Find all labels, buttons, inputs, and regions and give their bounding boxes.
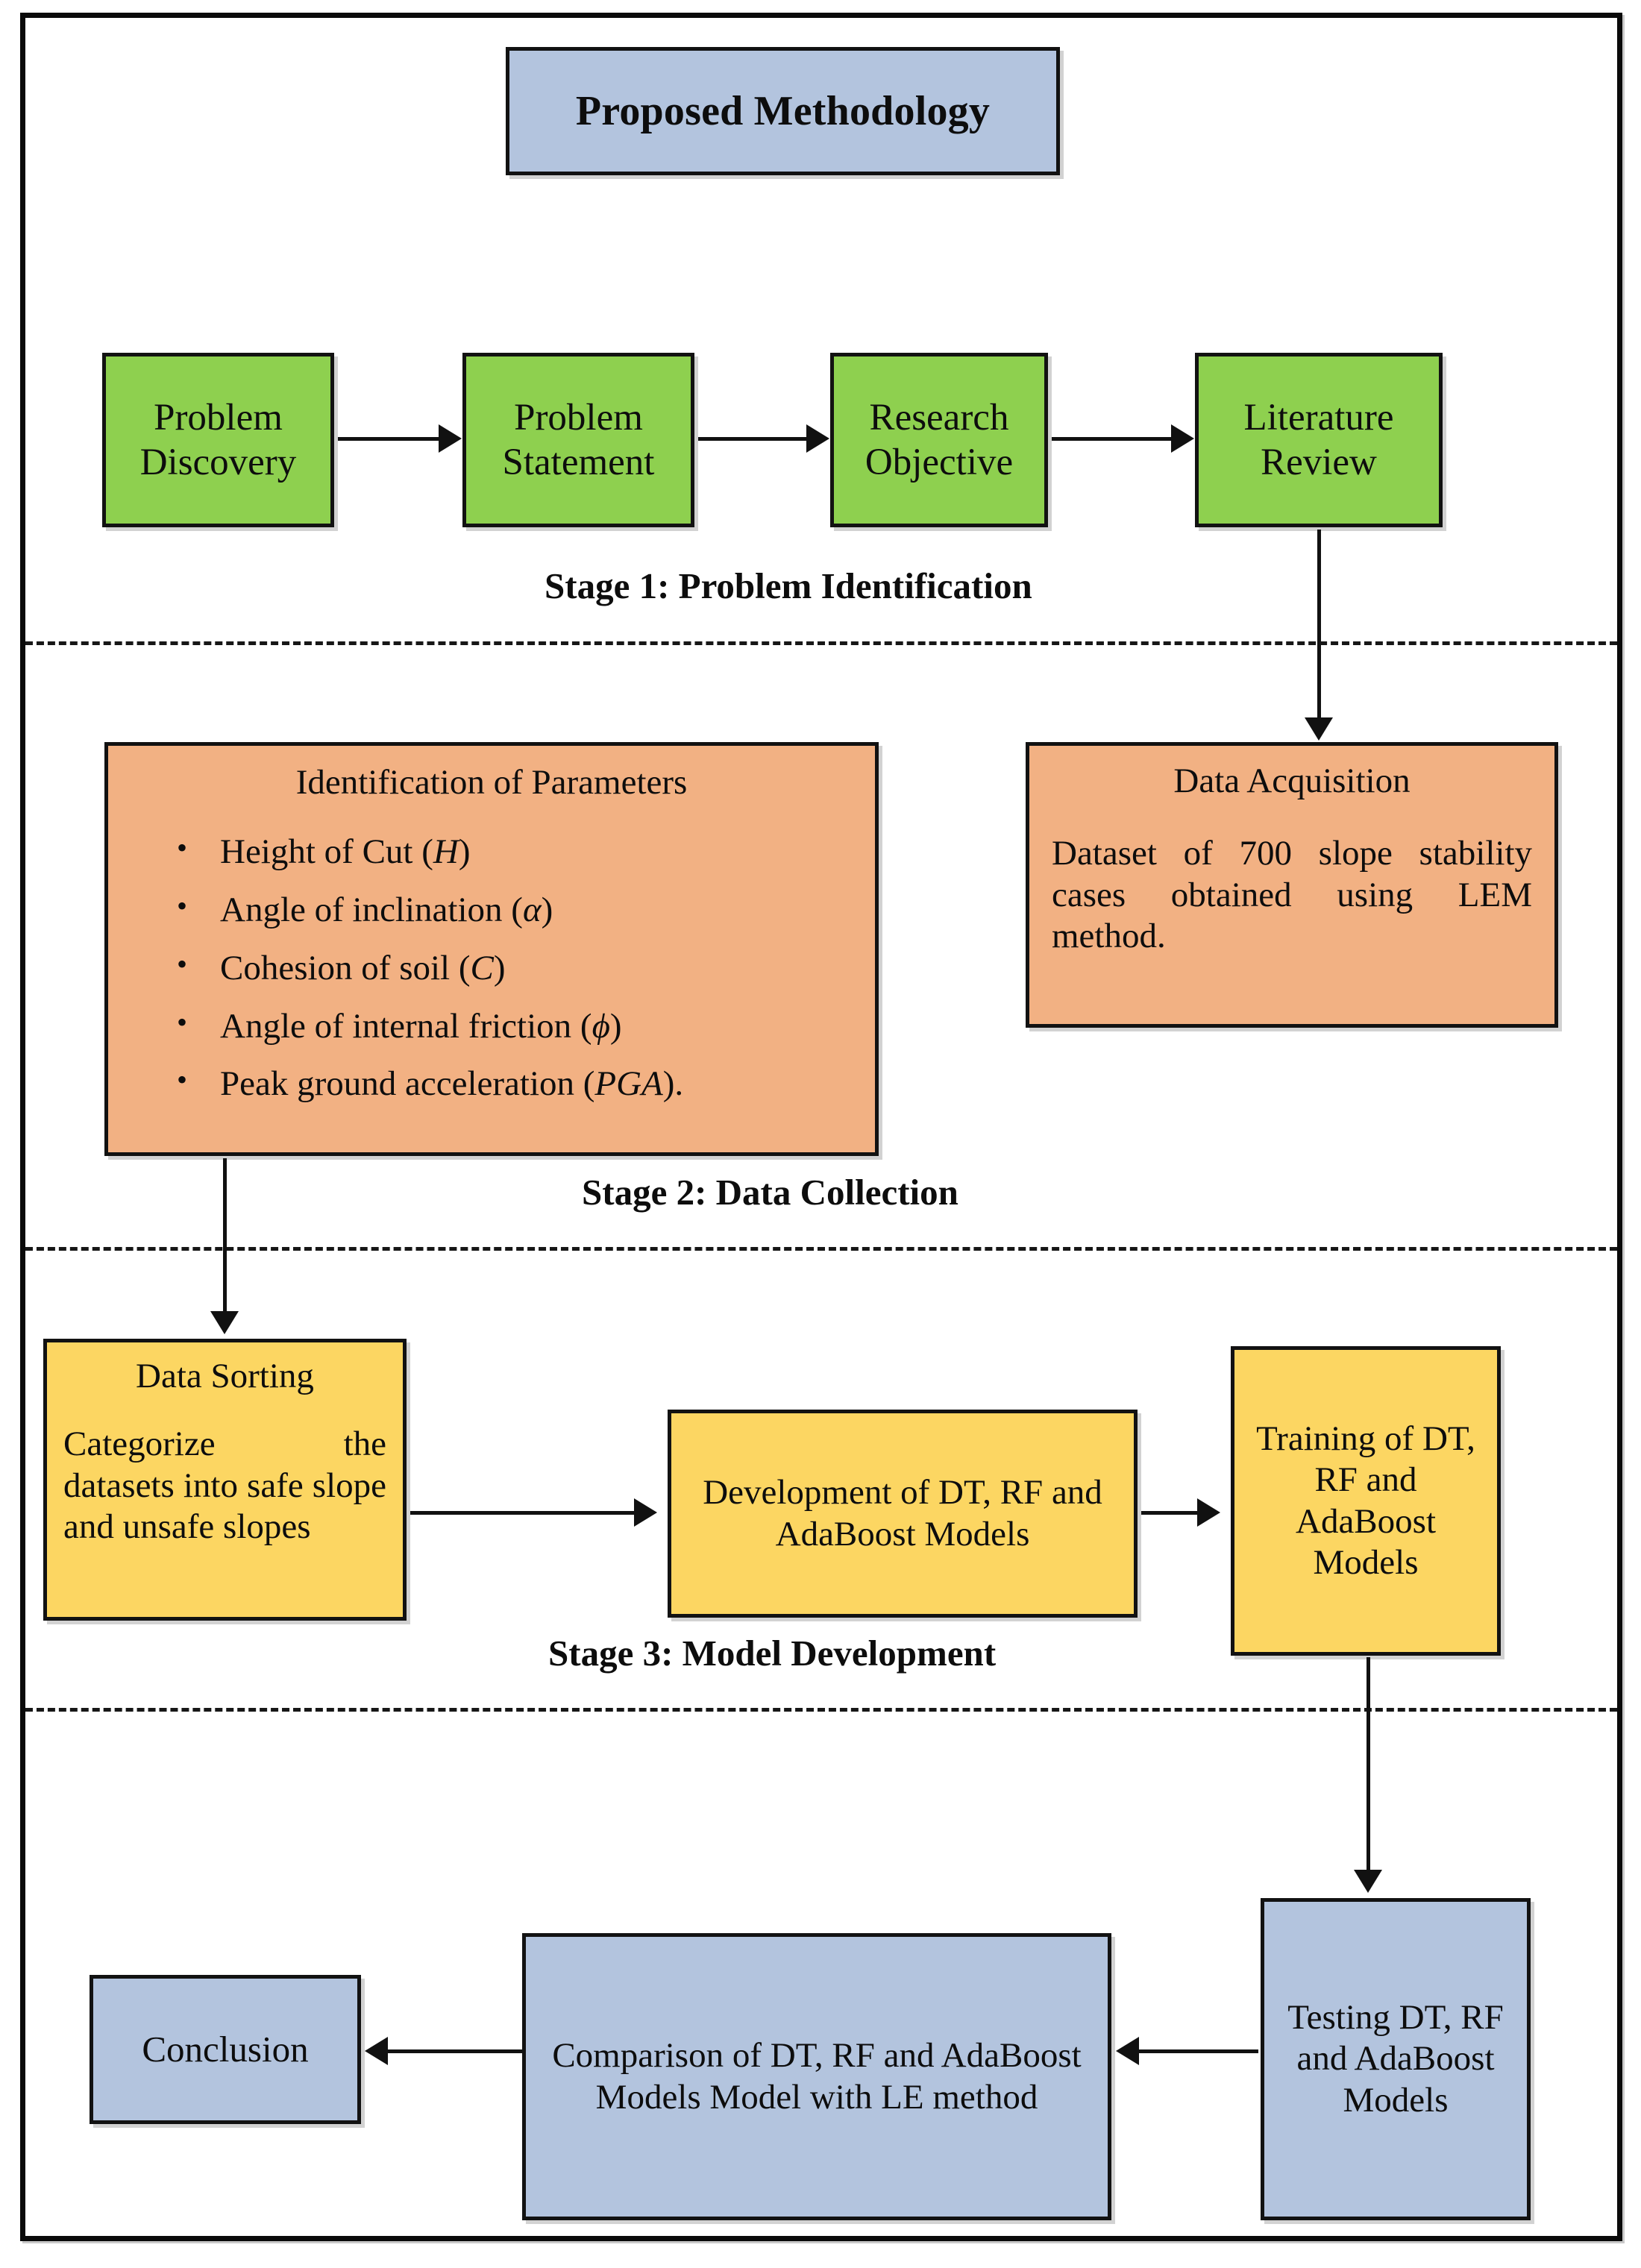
title-text: Proposed Methodology <box>575 87 991 134</box>
list-item: Angle of inclination (α) <box>177 890 853 930</box>
node-proposed-methodology: Proposed Methodology <box>506 47 1060 175</box>
arrowhead-statement-to-objective <box>806 424 829 453</box>
connector-training-to-testing <box>1367 1657 1370 1870</box>
connector-development-to-training <box>1141 1511 1197 1515</box>
node-problem-statement-label: Problem Statement <box>502 396 655 483</box>
node-data-acquisition: Data Acquisition Dataset of 700 slope st… <box>1026 742 1558 1028</box>
node-development-of-models: Development of DT, RF and AdaBoost Model… <box>668 1410 1138 1618</box>
stage-divider-1 <box>25 641 1617 645</box>
list-item: Cohesion of soil (C) <box>177 948 853 988</box>
param-tail: ) <box>541 890 553 930</box>
node-training-of-models: Training of DT, RF and AdaBoost Models <box>1231 1346 1501 1656</box>
node-literature-review: Literature Review <box>1195 353 1443 527</box>
arrowhead-development-to-training <box>1197 1498 1220 1527</box>
node-research-objective-label: Research Objective <box>865 396 1014 483</box>
node-literature-review-label: Literature Review <box>1243 396 1394 483</box>
param-text: Height of Cut ( <box>220 832 433 872</box>
stage-1-label: Stage 1: Problem Identification <box>545 565 1032 606</box>
arrowhead-discovery-to-statement <box>439 424 462 453</box>
node-development-label: Development of DT, RF and AdaBoost Model… <box>703 1473 1102 1554</box>
param-symbol: ϕ <box>592 1006 610 1046</box>
node-data-acquisition-title: Data Acquisition <box>1173 761 1411 800</box>
parameter-list: Height of Cut (H) Angle of inclination (… <box>108 832 875 1104</box>
connector-comparison-to-conclusion <box>388 2049 522 2053</box>
stage-3-label: Stage 3: Model Development <box>548 1633 997 1674</box>
node-data-acquisition-body: Dataset of 700 slope stability cases obt… <box>1052 834 1532 956</box>
node-testing-of-models: Testing DT, RF and AdaBoost Models <box>1261 1898 1531 2220</box>
arrowhead-review-to-acquisition <box>1305 717 1333 741</box>
node-problem-statement: Problem Statement <box>462 353 694 527</box>
stage-2-label: Stage 2: Data Collection <box>582 1172 958 1213</box>
arrowhead-training-to-testing <box>1354 1870 1382 1893</box>
node-identification-of-parameters: Identification of Parameters Height of C… <box>104 742 879 1156</box>
connector-discovery-to-statement <box>338 437 439 441</box>
param-text: Cohesion of soil ( <box>220 948 471 987</box>
param-text: Angle of internal friction ( <box>220 1006 592 1046</box>
node-testing-label: Testing DT, RF and AdaBoost Models <box>1287 1997 1504 2120</box>
param-text: Peak ground acceleration ( <box>220 1064 595 1104</box>
diagram-outer-border <box>20 13 1622 2241</box>
node-comparison-label: Comparison of DT, RF and AdaBoost Models… <box>552 2036 1082 2117</box>
connector-parameters-to-sorting <box>223 1158 227 1311</box>
param-tail: ) <box>458 832 471 872</box>
list-item: Peak ground acceleration (PGA). <box>177 1064 853 1104</box>
arrowhead-testing-to-comparison <box>1116 2037 1139 2065</box>
node-identification-title: Identification of Parameters <box>295 763 688 802</box>
param-symbol: H <box>433 832 459 872</box>
arrowhead-comparison-to-conclusion <box>365 2037 388 2065</box>
node-problem-discovery-label: Problem Discovery <box>139 396 297 483</box>
node-research-objective: Research Objective <box>830 353 1048 527</box>
arrowhead-sorting-to-development <box>634 1498 657 1527</box>
connector-testing-to-comparison <box>1139 2049 1258 2053</box>
connector-sorting-to-development <box>410 1511 634 1515</box>
node-data-sorting-title: Data Sorting <box>136 1357 314 1395</box>
node-comparison-of-models: Comparison of DT, RF and AdaBoost Models… <box>522 1933 1111 2220</box>
connector-statement-to-objective <box>698 437 806 441</box>
node-data-sorting: Data Sorting Categorize the datasets int… <box>43 1339 407 1621</box>
param-symbol: PGA <box>594 1064 663 1104</box>
param-tail: ) <box>609 1006 622 1046</box>
param-tail: ). <box>662 1064 684 1104</box>
node-training-label: Training of DT, RF and AdaBoost Models <box>1256 1419 1475 1582</box>
stage-divider-2 <box>25 1247 1617 1251</box>
param-tail: ) <box>493 948 506 987</box>
param-symbol: C <box>470 948 494 987</box>
list-item: Height of Cut (H) <box>177 832 853 872</box>
list-item: Angle of internal friction (ϕ) <box>177 1006 853 1046</box>
arrowhead-objective-to-review <box>1171 424 1194 453</box>
arrowhead-parameters-to-sorting <box>210 1311 239 1334</box>
node-problem-discovery: Problem Discovery <box>102 353 334 527</box>
stage-divider-3 <box>25 1708 1617 1712</box>
node-data-sorting-body: Categorize the datasets into safe slope … <box>63 1424 386 1547</box>
connector-review-to-acquisition <box>1317 530 1321 732</box>
connector-objective-to-review <box>1052 437 1171 441</box>
param-text: Angle of inclination ( <box>220 890 523 930</box>
node-conclusion: Conclusion <box>90 1975 361 2124</box>
node-conclusion-label: Conclusion <box>142 2029 309 2070</box>
param-symbol: α <box>522 890 542 930</box>
